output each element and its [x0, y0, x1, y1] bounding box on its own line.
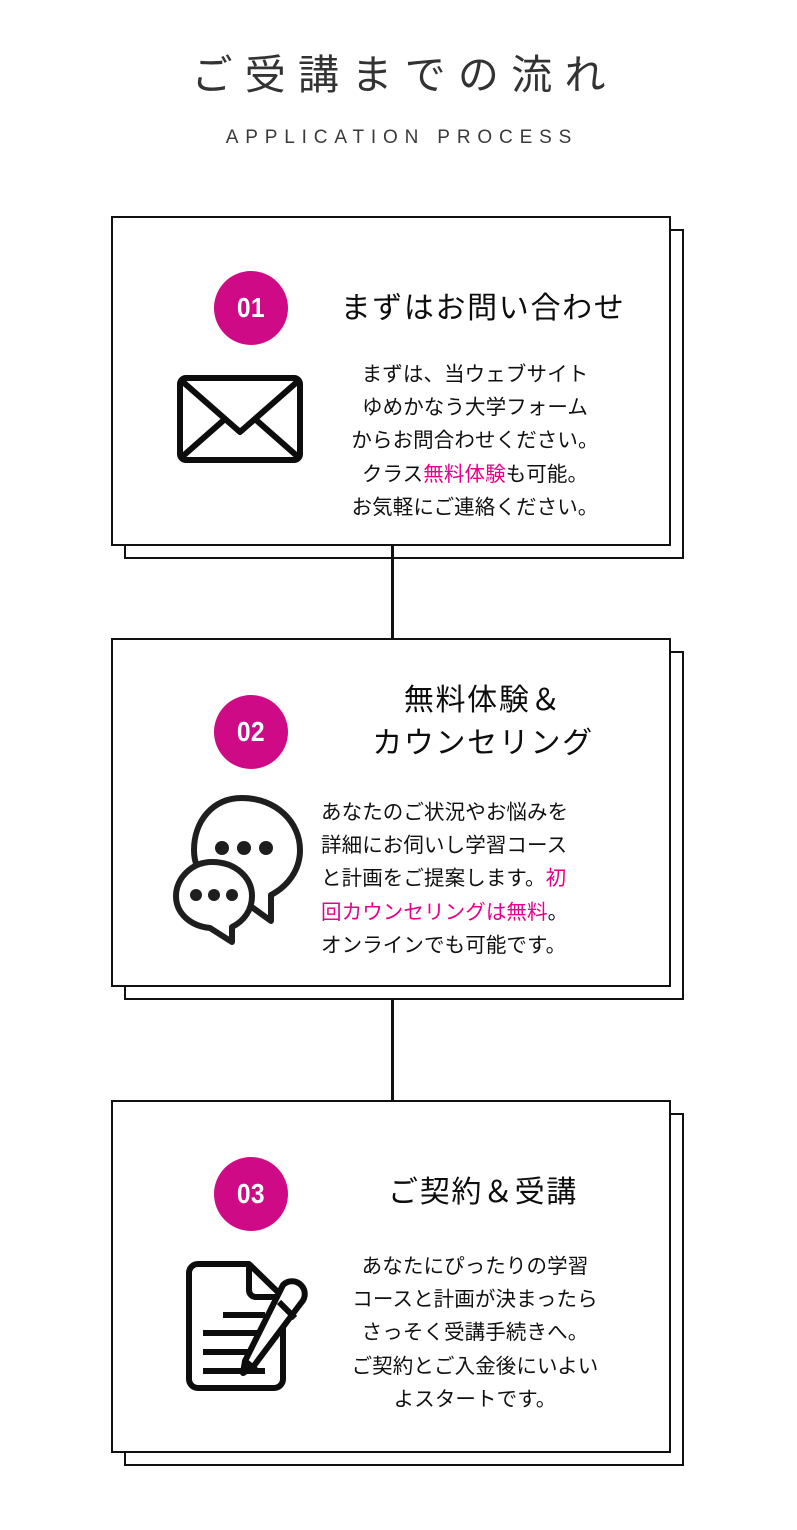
step-badge-01: 01 [214, 271, 288, 345]
body-text: コースと計画が決まったら [352, 1288, 598, 1312]
body-line: クラス無料体験も可能。 [325, 458, 625, 491]
page-title: ご受講までの流れ [191, 52, 618, 98]
step-badge-02: 02 [214, 695, 288, 769]
speech-bubbles-icon [166, 790, 316, 948]
body-text: 詳細にお伺いし学習コース [321, 834, 568, 858]
body-text: からお問合わせください。 [351, 429, 599, 453]
body-text: と計画をご提案します。 [321, 867, 546, 891]
body-text: ご契約とご入金後にいよい [351, 1354, 599, 1378]
envelope-icon [175, 370, 305, 465]
highlighted-text: 初 [545, 867, 567, 891]
body-text: あなたにぴったりの学習 [361, 1255, 589, 1278]
body-line: 回カウンセリングは無料。 [321, 896, 621, 929]
page-subtitle: APPLICATION PROCESS [225, 127, 579, 149]
body-line: まずは、当ウェブサイト [325, 358, 625, 391]
body-text: クラス [361, 462, 424, 486]
body-line: お気軽にご連絡ください。 [325, 491, 625, 524]
step-number-02: 02 [237, 716, 265, 747]
body-text: お気軽にご連絡ください。 [351, 495, 599, 519]
body-text: も可能。 [505, 462, 589, 486]
body-line: ご契約とご入金後にいよい [325, 1350, 625, 1383]
body-line: コースと計画が決まったら [325, 1283, 625, 1316]
highlighted-text: 無料体験 [423, 462, 506, 486]
step-number-03: 03 [237, 1178, 265, 1209]
step-card-01[interactable]: 01 まずはお問い合わせ まずは、当ウェブサイトゆめかなう大学フォームからお問合… [111, 216, 684, 559]
body-text: まずは、当ウェブサイト [361, 363, 589, 386]
document-pen-icon [171, 1257, 311, 1397]
body-text: 。 [547, 900, 569, 924]
card-01[interactable]: 01 まずはお問い合わせ まずは、当ウェブサイトゆめかなう大学フォームからお問合… [111, 216, 671, 546]
card-03[interactable]: 03 ご契約＆受講 [111, 1100, 671, 1453]
step-badge-03: 03 [214, 1157, 288, 1231]
card-02[interactable]: 02 無料体験＆ カウンセリング [111, 638, 671, 987]
connector-line-1-2 [391, 546, 394, 638]
body-text: ゆめかなう大学フォーム [361, 396, 588, 420]
page-header: ご受講までの流れ APPLICATION PROCESS [0, 0, 797, 149]
body-text: よスタートです。 [393, 1387, 557, 1411]
body-line: よスタートです。 [325, 1383, 625, 1416]
step-title-03: ご契約＆受講 [388, 1176, 578, 1209]
highlighted-text: 回カウンセリングは無料 [321, 900, 548, 924]
step-body-03: あなたにぴったりの学習コースと計画が決まったらさっそく受講手続きへ。ご契約とご入… [325, 1250, 625, 1416]
step-number-01: 01 [237, 292, 265, 323]
connector-line-2-3 [391, 1000, 394, 1100]
body-line: あなたのご状況やお悩みを [321, 796, 621, 829]
step-card-02[interactable]: 02 無料体験＆ カウンセリング [111, 638, 684, 1000]
step-body-02: あなたのご状況やお悩みを詳細にお伺いし学習コースと計画をご提案します。初回カウン… [321, 796, 621, 962]
step-card-03[interactable]: 03 ご契約＆受講 [111, 1100, 684, 1466]
step-title-01: まずはお問い合わせ [340, 292, 626, 325]
step-title-02: 無料体験＆ カウンセリング [372, 684, 594, 760]
body-text: あなたのご状況やお悩みを [321, 801, 569, 824]
body-line: あなたにぴったりの学習 [325, 1250, 625, 1283]
body-text: オンラインでも可能です。 [321, 933, 567, 957]
body-line: ゆめかなう大学フォーム [325, 391, 625, 424]
body-line: からお問合わせください。 [325, 424, 625, 457]
body-line: さっそく受講手続きへ。 [325, 1316, 625, 1349]
body-text: さっそく受講手続きへ。 [361, 1321, 589, 1345]
body-line: オンラインでも可能です。 [321, 929, 621, 962]
step-body-01: まずは、当ウェブサイトゆめかなう大学フォームからお問合わせください。クラス無料体… [325, 358, 625, 524]
body-line: 詳細にお伺いし学習コース [321, 829, 621, 862]
body-line: と計画をご提案します。初 [321, 862, 621, 895]
